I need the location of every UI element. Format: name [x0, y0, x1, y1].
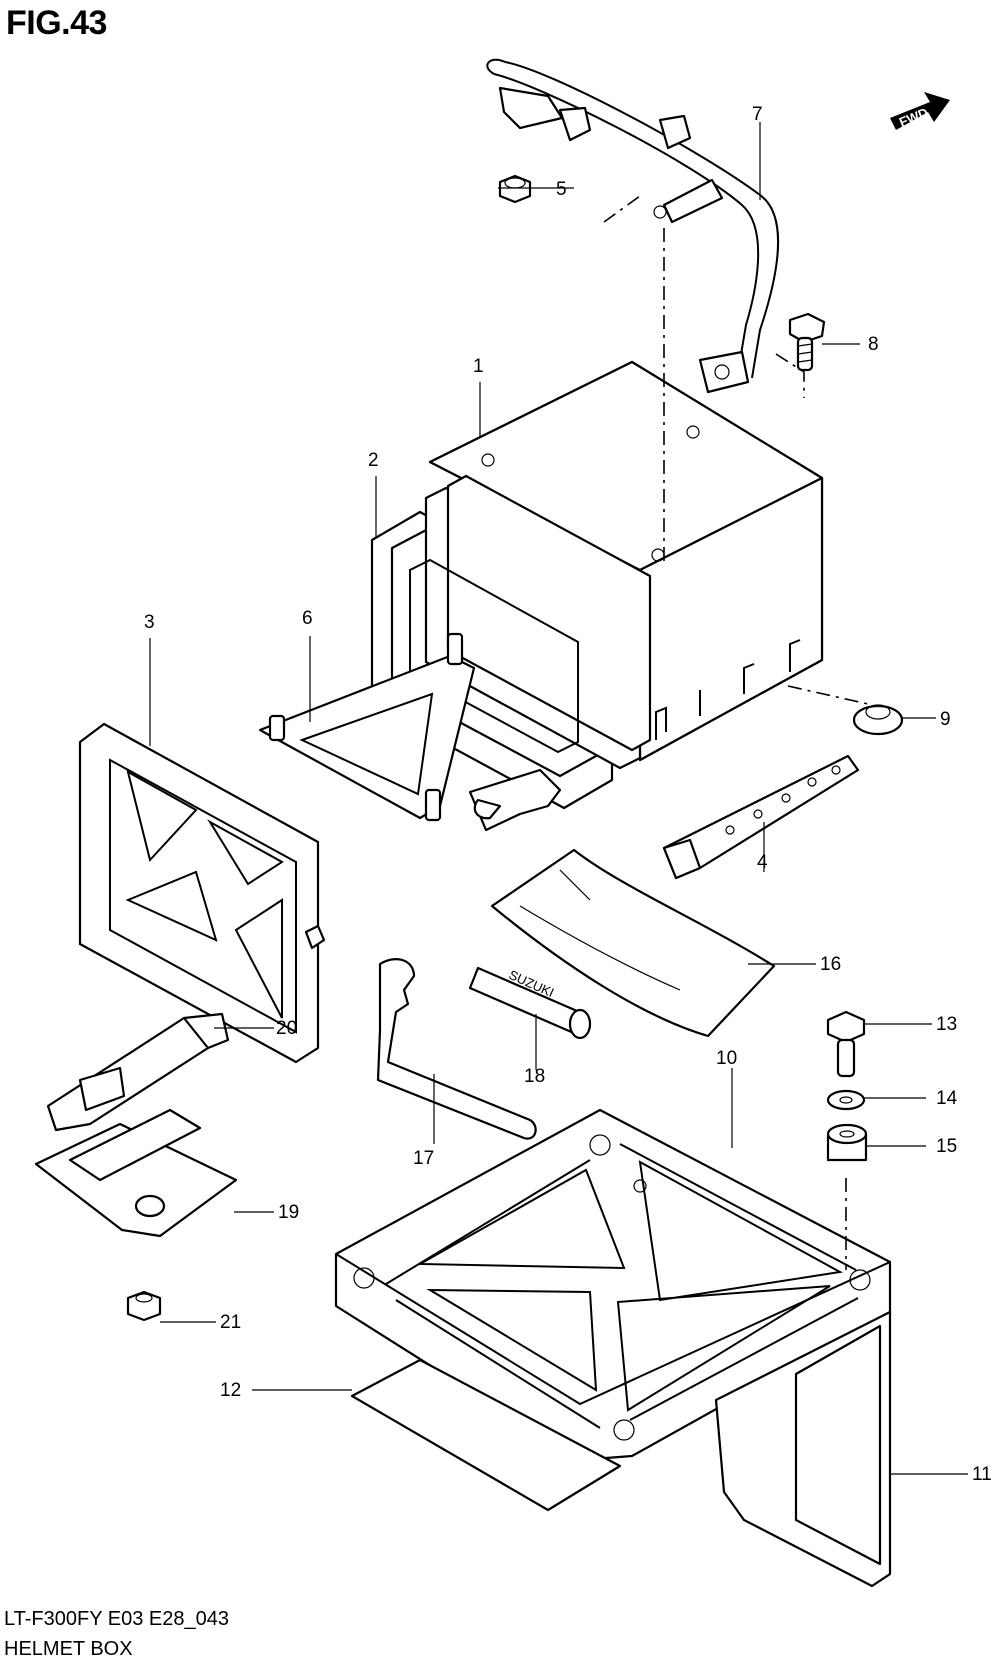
part-3-lid — [78, 722, 326, 1064]
callout-labels: 1 2 3 4 5 6 7 8 9 10 11 12 13 14 15 16 1… — [144, 104, 992, 1485]
part-5-nut — [498, 174, 532, 204]
part-16-tool-bag — [490, 848, 776, 1038]
model-code: LT-F300FY E03 E28_043 — [4, 1608, 229, 1630]
section-name: HELMET BOX — [4, 1638, 133, 1660]
callout-17: 17 — [413, 1148, 434, 1169]
alignment-lines — [603, 195, 869, 1270]
callout-12: 12 — [220, 1380, 241, 1401]
callout-1: 1 — [473, 356, 484, 377]
part-14-washer — [826, 1089, 866, 1111]
part-21-nut — [126, 1290, 162, 1322]
callout-15: 15 — [936, 1136, 957, 1157]
callout-8: 8 — [868, 334, 879, 355]
callout-10: 10 — [716, 1048, 737, 1069]
leader-lines — [149, 122, 968, 1475]
callout-6: 6 — [302, 608, 313, 629]
callout-9: 9 — [940, 709, 951, 730]
forward-arrow-icon: FWD — [890, 92, 950, 130]
part-9-grommet — [852, 704, 904, 736]
callout-7: 7 — [752, 104, 763, 125]
callout-16: 16 — [820, 954, 841, 975]
callout-20: 20 — [276, 1018, 297, 1039]
callout-2: 2 — [368, 450, 379, 471]
callout-14: 14 — [936, 1088, 958, 1109]
part-13-bolt — [826, 1010, 866, 1078]
part-11-side-bracket — [714, 1310, 892, 1588]
part-1-helmet-box — [428, 360, 824, 762]
part-17-wrench — [376, 958, 537, 1140]
callout-11: 11 — [972, 1464, 992, 1485]
part-18-plug-tool: SUZUKI — [468, 966, 592, 1040]
part-2-seal — [370, 474, 652, 810]
part-20-latch — [46, 1012, 230, 1132]
part-19-latch-base — [34, 1108, 238, 1238]
part-6-triangle-frame — [258, 632, 562, 832]
callout-5: 5 — [556, 179, 567, 200]
callout-21: 21 — [220, 1312, 241, 1333]
callout-18: 18 — [524, 1066, 545, 1087]
part-7-carrier-rail — [486, 58, 780, 394]
fwd-label: FWD — [897, 105, 930, 130]
part-12-pad — [350, 1358, 622, 1512]
part-15-collar — [826, 1123, 868, 1162]
part-4-strap — [662, 754, 860, 880]
figure-title: FIG.43 — [6, 4, 107, 42]
part-8-bolt — [788, 312, 826, 372]
callout-13: 13 — [936, 1014, 957, 1035]
callout-4: 4 — [757, 852, 768, 873]
callout-3: 3 — [144, 612, 155, 633]
callout-19: 19 — [278, 1202, 299, 1223]
